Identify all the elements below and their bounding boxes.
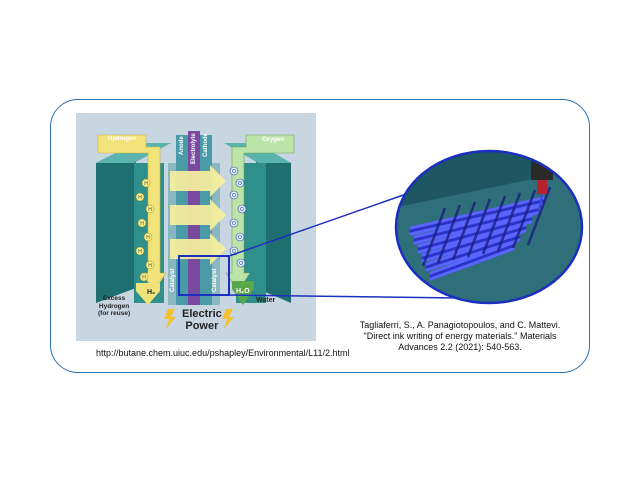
hydrogen-ion-4 <box>143 232 153 242</box>
hydrogen-ion-text-3: H <box>140 221 144 227</box>
oxygen-ion-3 <box>237 204 247 214</box>
hydrogen-ion-text-6: H <box>148 263 152 269</box>
oxygen-ion-text-6: O <box>232 249 236 255</box>
oxygen-label: Oxygen <box>262 137 285 143</box>
printed-cross-filament <box>436 204 462 264</box>
hydrogen-arrow <box>97 134 167 292</box>
oxygen-ion-text-7: O <box>239 261 243 267</box>
oxygen-ion-text-0: O <box>232 169 236 175</box>
oxygen-ion-text-5: O <box>238 235 242 241</box>
zoom-inset-image <box>394 149 584 305</box>
printed-cross-filament <box>481 195 507 255</box>
oxygen-ion-2 <box>229 190 239 200</box>
printed-filament <box>413 211 539 245</box>
oxygen-ion-4 <box>229 218 239 228</box>
printer-nozzle-tip <box>537 180 547 194</box>
excess-hydrogen-label: Excess Hydrogen (for reuse) <box>98 295 131 317</box>
lightning-left-icon <box>164 309 176 329</box>
hydrogen-ion-0 <box>141 178 151 188</box>
proton-arrow-1 <box>170 165 226 197</box>
hydrogen-ion-3 <box>137 218 147 228</box>
printed-lattice <box>409 186 552 281</box>
printed-filament <box>417 214 533 248</box>
printed-filament <box>409 196 545 230</box>
hydrogen-ion-text-2: H <box>148 207 152 213</box>
printed-cross-filament <box>451 201 477 261</box>
water-arrow <box>232 281 254 305</box>
hydrogen-ion-1 <box>135 192 145 202</box>
lightning-right-icon <box>222 309 234 329</box>
oxygen-ion-5 <box>235 232 245 242</box>
left-caption: http://butane.chem.uiuc.edu/pshapley/Env… <box>96 348 350 358</box>
ink-filament <box>538 193 543 213</box>
catalyst-right-layer <box>212 163 220 305</box>
oxygen-ion-text-4: O <box>232 221 236 227</box>
electric-power-label: Electric Power <box>182 308 222 332</box>
catalyst-left-layer <box>168 163 176 305</box>
hydrogen-ion-text-7: H <box>142 275 146 281</box>
right-caption: Tagliaferri, S., A. Panagiotopoulos, and… <box>359 320 561 352</box>
oxygen-ion-7 <box>236 258 246 268</box>
oxygen-ion-1 <box>235 178 245 188</box>
hydrogen-label: Hydrogen <box>108 136 137 142</box>
hydrogen-ion-text-4: H <box>146 235 150 241</box>
h2-label: H₂ <box>147 289 156 296</box>
oxygen-ion-0 <box>229 166 239 176</box>
printed-cross-filament <box>526 186 552 246</box>
water-label: Water <box>256 297 276 304</box>
printed-filament <box>409 202 545 236</box>
printed-filament <box>417 217 533 251</box>
rounded-frame <box>50 99 590 373</box>
oxygen-ion-text-1: O <box>238 181 242 187</box>
printed-filament <box>409 199 545 233</box>
printed-filament <box>425 235 521 269</box>
h2o-label: H₂O <box>236 288 250 295</box>
zoom-circle-border <box>394 149 584 305</box>
hydrogen-ion-6 <box>145 260 155 270</box>
left-block-side <box>96 143 136 303</box>
printed-cross-filament <box>511 189 537 249</box>
zoom-highlight-box <box>178 255 230 296</box>
hydrogen-ion-text-5: H <box>138 249 142 255</box>
connector-line-bottom <box>228 294 461 299</box>
printed-cross-filament <box>496 192 522 252</box>
excess-hydrogen-arrow <box>136 283 160 305</box>
hydrogen-ion-7 <box>139 272 149 282</box>
hydrogen-ion-2 <box>145 204 155 214</box>
printed-cross-filament <box>466 198 492 258</box>
hydrogen-ion-text-0: H <box>144 181 148 187</box>
proton-arrow-2 <box>170 199 226 231</box>
connector-line-top <box>228 191 413 257</box>
oxygen-ion-text-2: O <box>232 193 236 199</box>
oxygen-ion-text-3: O <box>240 207 244 213</box>
hydrogen-ion-text-1: H <box>138 195 142 201</box>
printed-filament <box>429 247 515 281</box>
hydrogen-ion-5 <box>135 246 145 256</box>
printed-cross-filament <box>421 207 447 267</box>
